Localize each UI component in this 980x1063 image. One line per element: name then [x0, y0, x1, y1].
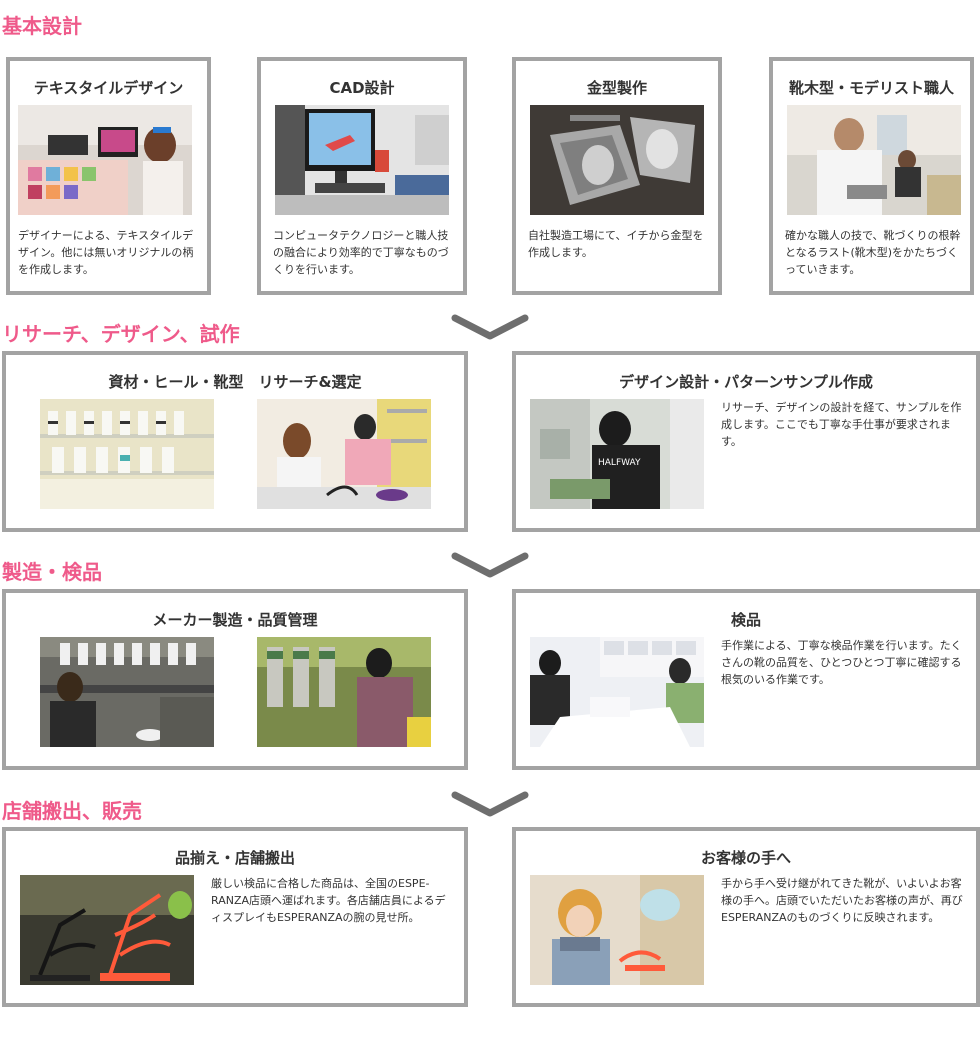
box-materials-research: 資材・ヒール・靴型 リサーチ&選定: [2, 351, 468, 532]
box-title: 品揃え・店舗搬出: [174, 849, 295, 867]
box-mold-making: 金型製作 自社製造工場にて、イチから金型を作成します。: [512, 57, 722, 295]
mold-making-photo: [530, 105, 704, 215]
box-title: CAD設計: [329, 79, 395, 97]
box-description: 厳しい検品に合格した商品は、全国のESPE-RANZA店頭へ運ばれます。各店舗店…: [211, 877, 446, 924]
box-title: お客様の手へ: [700, 849, 791, 867]
chevron-down-icon: [451, 314, 529, 340]
factory-line-photo: [40, 637, 214, 747]
section-title-sales: 店舗搬出、販売: [2, 799, 142, 823]
box-store-display: 品揃え・店舗搬出 厳しい検品に合格した商品は、全国のESPE-RANZA店頭へ運…: [2, 827, 468, 1007]
store-display-photo: [20, 875, 194, 985]
box-description: コンピュータテクノロジーと職人技の融合により効率的で丁寧なものづくりを行います。: [273, 229, 449, 276]
textile-design-photo: [18, 105, 192, 215]
box-pattern-sample: デザイン設計・パターンサンプル作成 HALFWAY リサーチ、デザインの設計を経…: [512, 351, 980, 532]
cad-design-photo: [275, 105, 449, 215]
section-title-manufacturing: 製造・検品: [2, 560, 102, 584]
box-title: 検品: [730, 611, 761, 629]
pattern-sample-photo: HALFWAY: [530, 399, 704, 509]
factory-worker-photo: [257, 637, 431, 747]
box-description: リサーチ、デザインの設計を経て、サンプルを作成します。ここでも丁寧な手仕事が要求…: [721, 401, 962, 448]
box-description: 自社製造工場にて、イチから金型を作成します。: [528, 229, 704, 259]
inspection-photo: [530, 637, 704, 747]
svg-text:HALFWAY: HALFWAY: [598, 458, 641, 468]
box-title: テキスタイルデザイン: [33, 79, 184, 97]
box-title: 靴木型・モデリスト職人: [788, 79, 954, 97]
box-customer: お客様の手へ 手から手へ受け継がれてきた靴が、いよいよお客様の手へ。店頭でいただ…: [512, 827, 980, 1007]
box-cad-design: CAD設計 コンピュータテクノロジーと職人技の融合により効率的で丁寧なものづくり…: [257, 57, 467, 295]
box-inspection: 検品 手作業による、丁寧な検品作業を行います。たくさんの靴の品質を、ひとつひとつ…: [512, 589, 980, 770]
box-title: 資材・ヒール・靴型 リサーチ&選定: [108, 373, 362, 391]
chevron-down-icon: [451, 552, 529, 578]
section-title-basic: 基本設計: [2, 14, 82, 38]
customer-photo: [530, 875, 704, 985]
box-description: デザイナーによる、テキスタイルデザイン。他には無いオリジナルの柄を作成します。: [18, 229, 194, 276]
last-maker-photo: [787, 105, 961, 215]
box-title: 金型製作: [586, 79, 647, 97]
section-title-research: リサーチ、デザイン、試作: [2, 322, 240, 346]
heels-shelf-photo: [40, 399, 214, 509]
box-title: メーカー製造・品質管理: [152, 611, 318, 629]
box-last-maker: 靴木型・モデリスト職人 確かな職人の技で、靴づくりの根幹となるラスト(靴木型)を…: [769, 57, 974, 295]
box-textile-design: テキスタイルデザイン デザイナーによる、テキスタイルデザイン。他には無いオリジナ…: [6, 57, 211, 295]
research-meeting-photo: [257, 399, 431, 509]
box-description: 確かな職人の技で、靴づくりの根幹となるラスト(靴木型)をかたちづくっていきます。: [785, 229, 961, 276]
box-description: 手作業による、丁寧な検品作業を行います。たくさんの靴の品質を、ひとつひとつ丁寧に…: [721, 639, 962, 686]
box-maker-manufacturing: メーカー製造・品質管理: [2, 589, 468, 770]
chevron-down-icon: [451, 791, 529, 817]
box-description: 手から手へ受け継がれてきた靴が、いよいよお客様の手へ。店頭でいただいたお客様の声…: [721, 877, 963, 924]
box-title: デザイン設計・パターンサンプル作成: [619, 373, 873, 391]
